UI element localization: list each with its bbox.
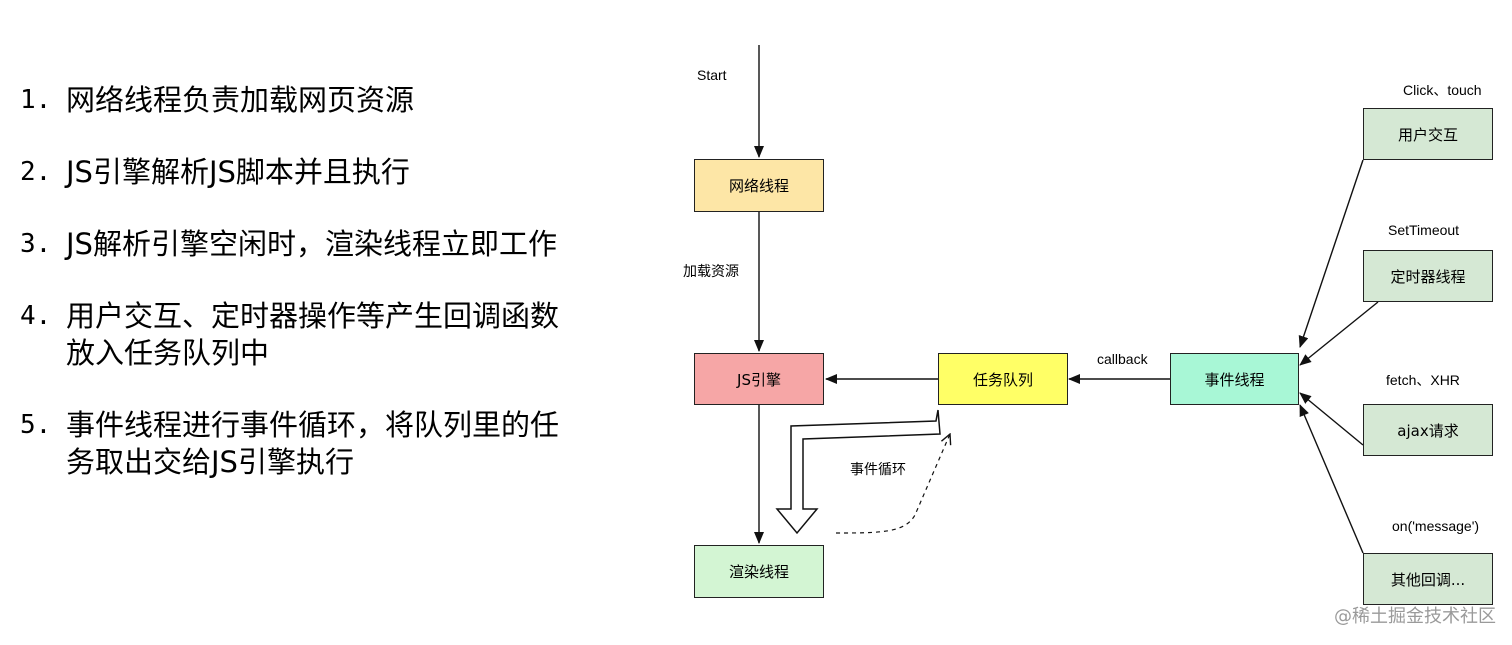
watermark: @稀土掘金技术社区 — [1334, 606, 1496, 627]
step-text: 事件线程进行事件循环，将队列里的任 — [66, 408, 560, 442]
network-thread-node: 网络线程 — [694, 159, 824, 212]
step-3: 3. JS解析引擎空闲时，渲染线程立即工作 — [20, 226, 620, 263]
timer-thread-node: 定时器线程 — [1363, 250, 1493, 302]
step-text: 网络线程负责加载网页资源 — [66, 83, 415, 117]
step-number: 2. — [20, 157, 52, 187]
step-number: 1. — [20, 85, 52, 115]
step-text: JS引擎解析JS脚本并且执行 — [66, 155, 410, 189]
timer-thread-label: 定时器线程 — [1390, 267, 1466, 286]
step-4: 4. 用户交互、定时器操作等产生回调函数 放入任务队列中 — [20, 298, 620, 372]
event-thread-label: 事件线程 — [1204, 370, 1265, 389]
render-thread-label: 渲染线程 — [728, 563, 789, 581]
callback-label: callback — [1097, 351, 1148, 367]
other-callbacks-node: 其他回调... — [1363, 553, 1493, 605]
settimeout-label: SetTimeout — [1388, 222, 1460, 238]
step-text: 用户交互、定时器操作等产生回调函数 — [66, 299, 560, 333]
other-to-event-arrow — [1299, 404, 1364, 554]
fetch-xhr-label: fetch、XHR — [1386, 372, 1460, 388]
event-thread-node: 事件线程 — [1170, 353, 1299, 405]
step-1: 1. 网络线程负责加载网页资源 — [20, 82, 620, 119]
step-text-line2: 放入任务队列中 — [66, 336, 270, 370]
other-callbacks-label: 其他回调... — [1390, 570, 1466, 589]
step-2: 2. JS引擎解析JS脚本并且执行 — [20, 154, 620, 191]
network-thread-label: 网络线程 — [728, 177, 789, 195]
step-text-line2: 务取出交给JS引擎执行 — [66, 445, 354, 479]
event-loop-hollow-arrow — [775, 409, 941, 535]
js-engine-node: JS引擎 — [694, 353, 824, 405]
step-number: 4. — [20, 301, 52, 331]
render-thread-node: 渲染线程 — [694, 545, 824, 598]
task-queue-label: 任务队列 — [972, 370, 1033, 389]
timer-to-event-arrow — [1299, 301, 1379, 366]
click-touch-label: Click、touch — [1403, 82, 1482, 98]
on-message-label: on('message') — [1392, 518, 1480, 534]
steps-list: 1. 网络线程负责加载网页资源 2. JS引擎解析JS脚本并且执行 3. JS解… — [20, 82, 620, 516]
step-number: 5. — [20, 410, 52, 440]
js-engine-label: JS引擎 — [737, 370, 781, 389]
step-5: 5. 事件线程进行事件循环，将队列里的任 务取出交给JS引擎执行 — [20, 407, 620, 481]
step-text: JS解析引擎空闲时，渲染线程立即工作 — [66, 227, 557, 261]
user-interaction-label: 用户交互 — [1397, 125, 1458, 144]
ajax-to-event-arrow — [1299, 392, 1364, 446]
event-loop-label: 事件循环 — [850, 462, 906, 478]
start-label: Start — [697, 67, 727, 83]
load-resources-label: 加载资源 — [683, 264, 739, 280]
event-loop-dashed-arrow — [835, 434, 950, 534]
user-to-event-arrow — [1298, 159, 1364, 348]
step-number: 3. — [20, 229, 52, 259]
user-interaction-node: 用户交互 — [1363, 108, 1493, 160]
ajax-request-node: ajax请求 — [1363, 404, 1493, 456]
ajax-request-label: ajax请求 — [1397, 421, 1459, 440]
task-queue-node: 任务队列 — [938, 353, 1068, 405]
